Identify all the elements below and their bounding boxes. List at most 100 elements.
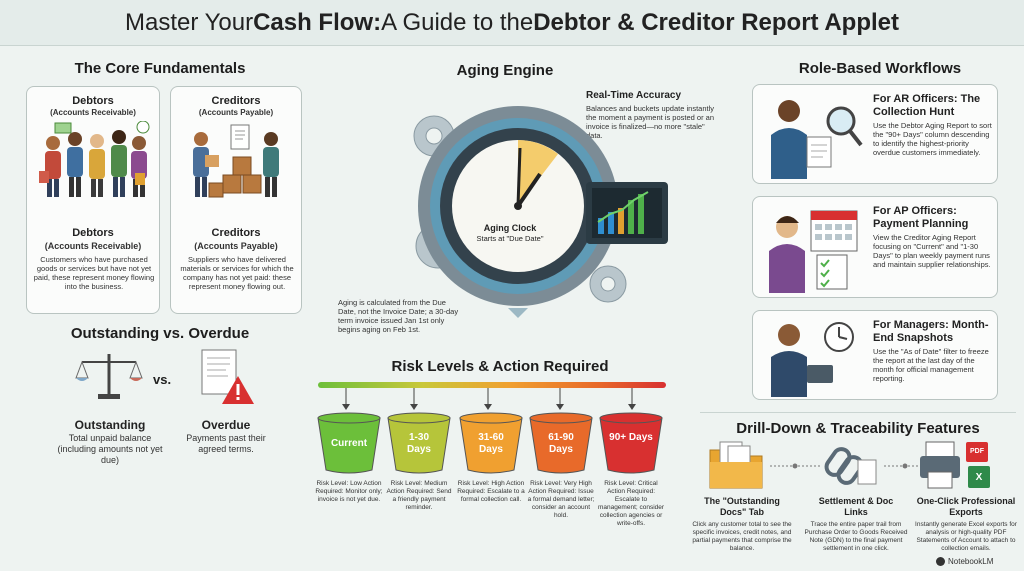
monitor-icon — [586, 182, 668, 244]
calendar-icon — [810, 210, 858, 252]
risk-description: Risk Level: Medium Action Required: Send… — [386, 480, 452, 511]
overdue-document-icon — [201, 349, 254, 404]
clock-sublabel: Starts at "Due Date" — [476, 234, 544, 243]
creditors-card: Creditors (Accounts Payable) Creditors (… — [170, 86, 302, 314]
role-title: For Managers: Month-End Snapshots — [873, 319, 989, 344]
bucket-icon — [599, 412, 663, 474]
clock-hand — [516, 147, 522, 207]
creditors-description: Suppliers who have delivered materials o… — [180, 255, 294, 291]
risk-description: Risk Level: High Action Required: Escala… — [457, 480, 525, 503]
drilldown-heading: Drill-Down & Traceability Features — [736, 420, 980, 437]
roles-heading: Role-Based Workflows — [798, 60, 962, 77]
debtors-top-title: Debtors — [72, 95, 114, 107]
clock-icon — [824, 322, 854, 352]
debtors-title: Debtors — [72, 227, 114, 239]
aging-note: Aging is calculated from the Due Date, n… — [338, 298, 459, 334]
accuracy-description: Balances and buckets update instantly th… — [586, 104, 715, 140]
drilldown-title: Settlement & Doc Links — [818, 496, 894, 517]
customers-illustration — [39, 121, 150, 197]
ar-officer-illustration — [771, 100, 863, 179]
folder-icon — [709, 441, 763, 489]
shopping-bag-icon — [135, 173, 145, 185]
role-description: View the Creditor Aging Report focusing … — [873, 233, 991, 269]
pdf-icon — [966, 442, 988, 462]
drilldown-divider — [700, 412, 1016, 413]
down-arrow-icon — [508, 308, 528, 318]
bucket-icon — [529, 412, 593, 474]
risk-description: Risk Level: Critical Action Required: Es… — [597, 480, 665, 527]
fundamentals-heading: The Core Fundamentals — [74, 60, 246, 77]
risk-heading: Risk Levels & Action Required — [391, 358, 609, 375]
link-icon — [824, 447, 877, 485]
brand-name: NotebookLM — [948, 557, 994, 566]
clock-label: Aging Clock — [483, 223, 537, 233]
risk-bucket: 61-90 Days — [528, 412, 594, 474]
drilldown-title: The "Outstanding Docs" Tab — [704, 496, 780, 517]
debtors-sub: (Accounts Receivable) — [44, 241, 142, 251]
outstanding-title: Outstanding — [74, 418, 146, 432]
printer-icon — [920, 441, 960, 489]
overdue-title: Overdue — [201, 418, 251, 432]
role-description: Use the "As of Date" filter to freeze th… — [873, 347, 989, 383]
drilldown-description: Instantly generate Excel exports for ana… — [915, 521, 1017, 552]
excel-icon — [968, 466, 990, 488]
risk-bucket: 1-30 Days — [386, 412, 452, 474]
role-card-manager: For Managers: Month-End Snapshots Use th… — [752, 310, 998, 400]
creditors-sub: (Accounts Payable) — [194, 241, 278, 251]
dollar-icon — [136, 121, 150, 134]
money-icon — [54, 122, 72, 134]
page-title: Master Your Cash Flow: A Guide to the De… — [0, 0, 1024, 46]
role-card-ar: For AR Officers: The Collection Hunt Use… — [752, 84, 998, 184]
notebooklm-icon — [936, 557, 945, 566]
aging-clock-illustration — [413, 106, 668, 318]
risk-gradient-bar — [318, 382, 666, 410]
bucket-label: 90+ Days — [609, 432, 653, 443]
checklist-icon — [816, 254, 848, 290]
role-title: For AR Officers: The Collection Hunt — [873, 93, 981, 118]
accuracy-title: Real-Time Accuracy — [586, 90, 682, 101]
bucket-icon — [387, 412, 451, 474]
debtors-description: Customers who have purchased goods or se… — [33, 255, 155, 291]
shopping-bag-icon — [39, 171, 49, 183]
role-card-ap: For AP Officers: Payment Planning View t… — [752, 196, 998, 298]
creditors-title: Creditors — [211, 227, 261, 239]
overdue-description: Payments past their agreed terms. — [186, 433, 266, 454]
drilldown-icons — [709, 441, 990, 489]
excel-badge: X — [975, 472, 983, 483]
outstanding-heading: Outstanding vs. Overdue — [70, 325, 250, 342]
role-title: For AP Officers: Payment Planning — [873, 205, 969, 230]
debtors-card: Debtors (Accounts Receivable) Debtors (A… — [26, 86, 160, 314]
vs-label: vs. — [153, 372, 172, 387]
bucket-label: 31-60 Days — [478, 432, 504, 455]
debtors-top-sub: (Accounts Receivable) — [50, 108, 136, 117]
bucket-label: 1-30 Days — [407, 432, 431, 455]
ap-officer-illustration — [769, 210, 858, 293]
pdf-badge: PDF — [970, 448, 984, 455]
person-icon — [193, 132, 279, 197]
bucket-label: Current — [330, 438, 368, 449]
suppliers-illustration — [193, 124, 279, 198]
bucket-label: 61-90 Days — [548, 432, 574, 455]
creditors-top-sub: (Accounts Payable) — [198, 108, 274, 117]
drilldown-description: Click any customer total to see the spec… — [692, 521, 792, 552]
risk-bucket: 90+ Days — [598, 412, 664, 474]
aging-heading: Aging Engine — [456, 62, 554, 79]
box-icon — [205, 155, 219, 167]
brand-logo: NotebookLM — [936, 557, 993, 566]
role-description: Use the Debtor Aging Report to sort the … — [873, 121, 992, 157]
outstanding-description: Total unpaid balance (including amounts … — [57, 433, 163, 465]
risk-bucket: Current — [316, 412, 382, 474]
crate-icon — [208, 156, 262, 198]
risk-description: Risk Level: Low Action Required: Monitor… — [315, 480, 383, 503]
magnifier-icon — [826, 106, 863, 147]
invoice-icon — [230, 124, 250, 150]
bucket-icon — [459, 412, 523, 474]
manager-illustration — [771, 322, 854, 397]
bucket-icon — [317, 412, 381, 474]
risk-bucket: 31-60 Days — [458, 412, 524, 474]
risk-description: Risk Level: Very High Action Required: I… — [527, 480, 595, 519]
drilldown-description: Trace the entire paper trail from Purcha… — [804, 521, 908, 552]
drilldown-title: One-Click Professional Exports — [916, 496, 1016, 517]
scale-icon — [75, 354, 143, 399]
person-icon — [45, 130, 147, 197]
